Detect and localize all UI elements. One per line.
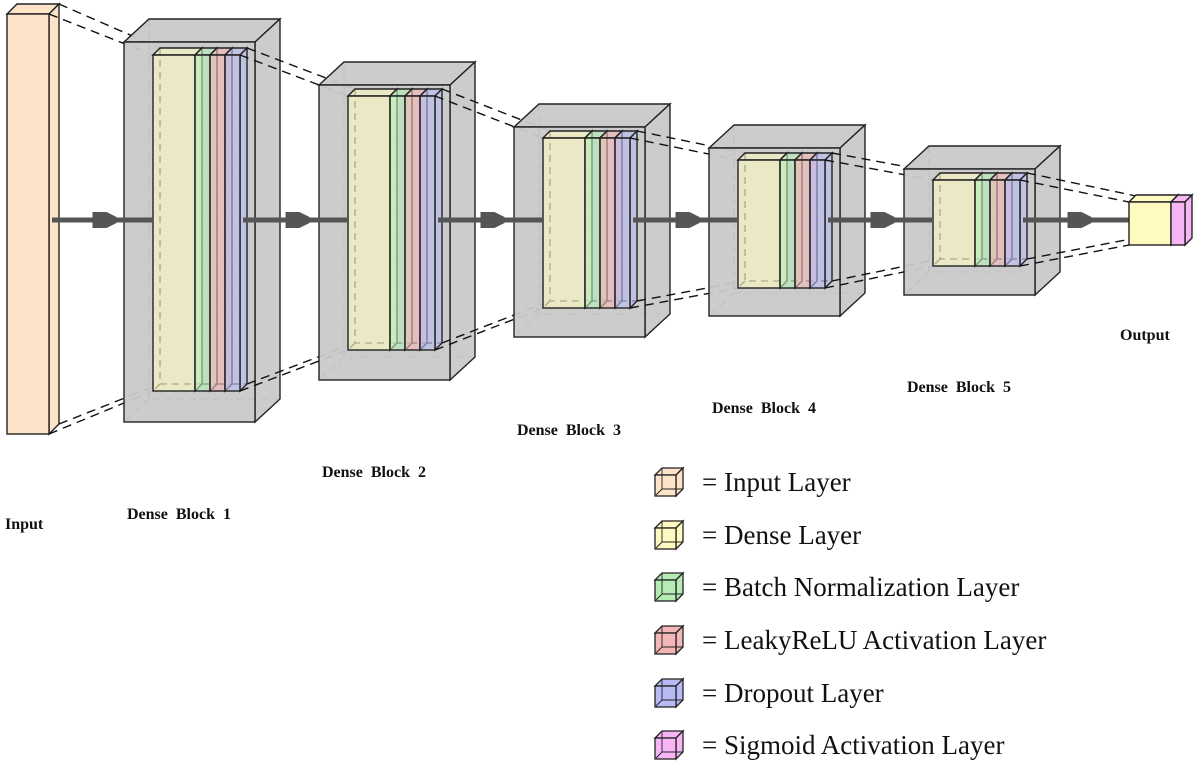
output-sigmoid-layer-front-face	[1170, 201, 1186, 246]
cube-icon	[653, 677, 685, 709]
input-layer	[5, 2, 61, 436]
block-1-dense-layer-front-face	[152, 54, 196, 392]
cube-icon	[653, 571, 685, 603]
block-2-dropout-layer-front-face	[419, 95, 436, 351]
projection-line	[1026, 172, 1137, 197]
cube-icon	[653, 729, 685, 761]
cube-hidden-edges	[655, 626, 683, 654]
block-4-dropout-layer-front-face	[809, 159, 826, 289]
block-5-leakyrelu-layer-front-face	[989, 179, 1006, 267]
dense-block-4	[707, 123, 867, 318]
cube-icon	[653, 519, 685, 551]
block-2-leakyrelu-layer-front-face	[404, 95, 421, 351]
flow-arrow	[828, 212, 933, 228]
output-dense-layer-top-face	[1127, 194, 1180, 203]
dense-block-1-top-face	[122, 18, 282, 43]
output-sigmoid-layer	[1169, 193, 1194, 247]
dense-block-1-label: Dense Block 1	[127, 506, 231, 523]
legend-text: = Dropout Layer	[702, 677, 884, 708]
block-1-dense-layer-top-face	[151, 47, 204, 56]
block-4-dense-layer	[736, 151, 789, 290]
flow-arrow	[633, 212, 738, 228]
cube-hidden-edges	[655, 521, 683, 549]
block-4-dense-layer-top-face	[736, 152, 789, 161]
flow-arrow-head	[1067, 212, 1092, 228]
cube-hidden-edges	[655, 731, 683, 759]
dense-block-2-label: Dense Block 2	[322, 464, 426, 481]
block-4-batchnorm-layer-front-face	[779, 159, 796, 289]
input-label: Input	[5, 516, 44, 533]
flow-arrow	[243, 212, 348, 228]
flow-arrow-head	[480, 212, 505, 228]
flow-arrow-head	[285, 212, 310, 228]
output-dense-layer-front-face	[1128, 201, 1172, 246]
flow-arrow-head	[92, 212, 117, 228]
projection-line	[1026, 237, 1137, 260]
block-1-batchnorm-layer-front-face	[194, 54, 211, 392]
legend-text: = Dense Layer	[702, 519, 862, 550]
output-label: Output	[1120, 327, 1170, 344]
block-4-dropout-layer	[808, 151, 834, 290]
legend-text: = LeakyReLU Activation Layer	[702, 624, 1047, 655]
block-1-leakyrelu-layer-front-face	[209, 54, 226, 392]
block-4-leakyrelu-layer-front-face	[794, 159, 811, 289]
block-3-batchnorm-layer-front-face	[584, 137, 601, 309]
cube-icon	[653, 624, 685, 656]
dense-block-3-top-face	[512, 103, 672, 128]
flow-arrow	[52, 212, 153, 228]
legend-text: = Sigmoid Activation Layer	[702, 729, 1005, 760]
dense-block-4-top-face	[707, 124, 867, 149]
block-5-dense-layer-front-face	[932, 179, 976, 267]
flow-arrow	[1023, 212, 1132, 228]
block-4-dense-layer-front-face	[737, 159, 781, 289]
dense-block-3-label: Dense Block 3	[517, 422, 621, 439]
dense-block-5-label: Dense Block 5	[907, 379, 1011, 396]
cube-icon	[653, 466, 685, 498]
flow-arrow	[438, 212, 543, 228]
legend-text: = Batch Normalization Layer	[702, 571, 1020, 602]
dense-block-4-label: Dense Block 4	[712, 400, 816, 417]
legend-item-batchnorm: = Batch Normalization Layer	[652, 570, 1019, 604]
legend-item-sigmoid: = Sigmoid Activation Layer	[652, 728, 1004, 762]
legend-item-leakyrelu: = LeakyReLU Activation Layer	[652, 623, 1046, 657]
block-2-dense-layer-front-face	[347, 95, 391, 351]
block-3-leakyrelu-layer-front-face	[599, 137, 616, 309]
block-3-dense-layer-top-face	[541, 130, 594, 139]
projection-line	[1019, 179, 1130, 203]
legend-item-dropout: = Dropout Layer	[652, 676, 884, 710]
cube-hidden-edges	[655, 468, 683, 496]
legend-text: = Input Layer	[702, 466, 851, 497]
dense-block-5-top-face	[902, 145, 1062, 170]
legend-item-dense: = Dense Layer	[652, 518, 861, 552]
flow-arrow-head	[870, 212, 895, 228]
block-3-dropout-layer-front-face	[614, 137, 631, 309]
dense-block-2-top-face	[317, 61, 477, 86]
flow-arrow-head	[675, 212, 700, 228]
block-3-dense-layer-front-face	[542, 137, 586, 309]
legend-item-input: = Input Layer	[652, 465, 851, 499]
block-5-dropout-layer-front-face	[1004, 179, 1021, 267]
output-sigmoid-layer-side-face	[1184, 193, 1193, 247]
cube-hidden-edges	[655, 679, 683, 707]
block-1-dropout-layer-front-face	[224, 54, 241, 392]
cube-hidden-edges	[655, 573, 683, 601]
input-layer-front-face	[6, 13, 50, 435]
block-5-dense-layer-top-face	[931, 172, 984, 181]
output-dense-layer	[1127, 193, 1180, 247]
block-5-batchnorm-layer-front-face	[974, 179, 991, 267]
projection-line	[1019, 244, 1130, 267]
block-2-dense-layer-top-face	[346, 88, 399, 97]
block-2-batchnorm-layer-front-face	[389, 95, 406, 351]
